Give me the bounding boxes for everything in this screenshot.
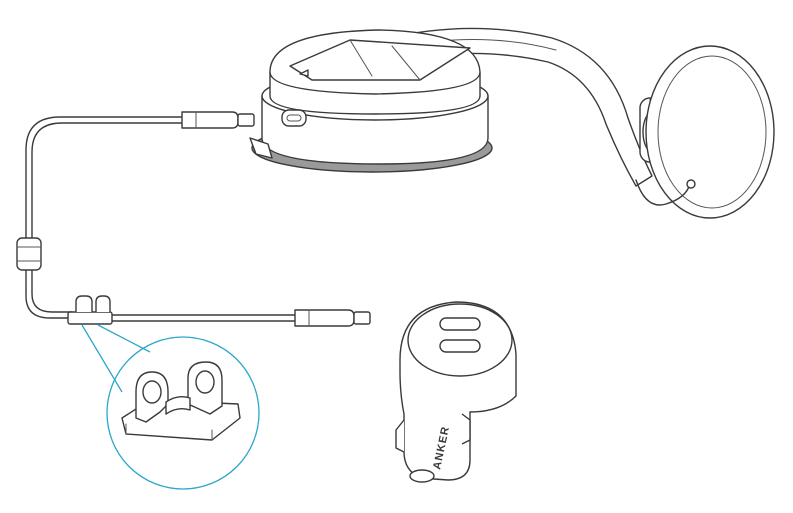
usb-c-plug-bottom: [294, 309, 371, 327]
car-charger: ANKER: [395, 301, 517, 483]
charger-port-1: [439, 317, 481, 331]
usb-c-plug-top: [181, 111, 255, 129]
car-mount: [249, 27, 775, 219]
cable-clip-detail: [121, 361, 241, 441]
charger-port-2: [439, 339, 481, 353]
ferrite-bead: [16, 237, 42, 271]
usb-c-cable: [16, 111, 371, 327]
cable-clip-callout: [81, 324, 260, 490]
cable-clip-small: [67, 295, 113, 325]
